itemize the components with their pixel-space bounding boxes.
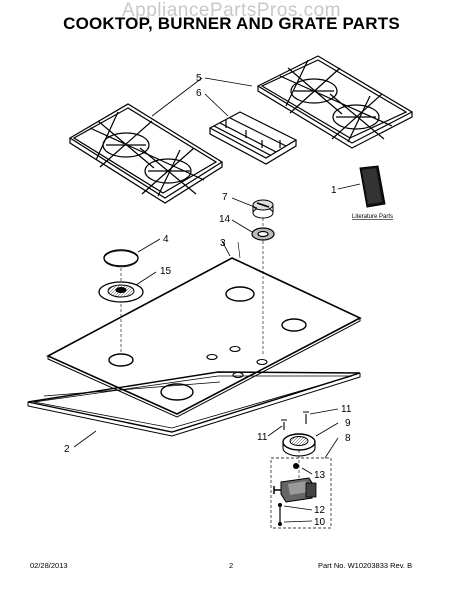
- burner-base: [98, 281, 144, 303]
- callout-6: 6: [196, 88, 202, 99]
- center-grate: [208, 111, 298, 165]
- screws: [281, 411, 309, 430]
- footer-date: 02/28/2013: [30, 561, 68, 570]
- callout-11-left: 11: [257, 432, 268, 443]
- callout-9: 9: [345, 418, 351, 429]
- callout-11: 11: [341, 404, 352, 415]
- callout-5: 5: [196, 73, 202, 84]
- callout-2: 2: [64, 444, 70, 455]
- callout-3: 3: [220, 238, 226, 249]
- callout-4: 4: [163, 234, 169, 245]
- footer-part-number: Part No. W10203833 Rev. B: [318, 561, 413, 570]
- left-grate: [68, 103, 224, 204]
- right-grate: [256, 55, 414, 149]
- page-title: COOKTOP, BURNER AND GRATE PARTS: [63, 14, 400, 33]
- burner-cap: [103, 249, 139, 268]
- callout-13: 13: [314, 470, 326, 481]
- valve-assembly: [270, 433, 332, 529]
- leader-lines: [73, 77, 361, 523]
- footer-page-number: 2: [229, 561, 234, 570]
- literature-booklet: [359, 165, 386, 208]
- callout-7: 7: [222, 192, 228, 203]
- knob-bezel: [251, 227, 275, 241]
- callout-15: 15: [160, 266, 172, 277]
- literature-parts-label: Literature Parts: [352, 214, 393, 220]
- callout-10: 10: [314, 517, 326, 528]
- control-knob: [252, 199, 274, 219]
- watermark: AppliancePartsPros.com: [121, 0, 342, 21]
- callout-12: 12: [314, 505, 326, 516]
- callout-14: 14: [219, 214, 231, 225]
- cooktop-gasket: [27, 371, 361, 437]
- callout-1: 1: [331, 185, 337, 196]
- callout-8: 8: [345, 433, 351, 444]
- cooktop-glass: [46, 257, 362, 418]
